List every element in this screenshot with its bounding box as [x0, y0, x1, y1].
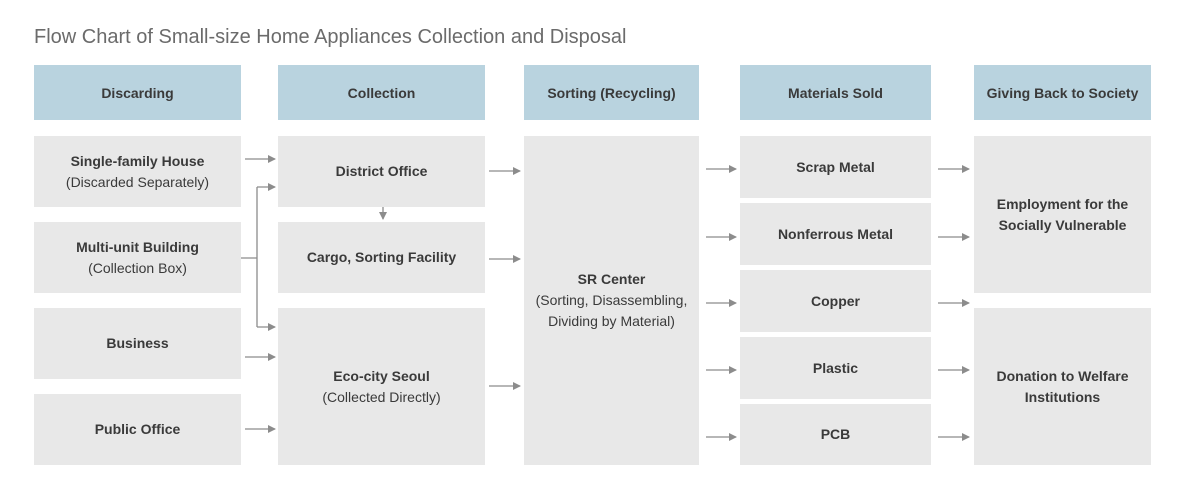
- box-subtitle: (Collection Box): [88, 259, 187, 276]
- connector-multiunit-bracket: [241, 187, 258, 327]
- box-donation: Donation to Welfare Institutions: [974, 308, 1151, 465]
- box-sr-center: SR Center (Sorting, Disassembling, Dividi…: [524, 136, 699, 465]
- box-subtitle: (Sorting, Disassembling, Dividing by Mat…: [535, 292, 688, 329]
- header-collection: Collection: [278, 65, 485, 120]
- box-pcb: PCB: [740, 404, 931, 465]
- box-scrap-metal: Scrap Metal: [740, 136, 931, 198]
- box-title: Cargo, Sorting Facility: [306, 249, 457, 265]
- box-employment: Employment for the Socially Vulnerable: [974, 136, 1151, 293]
- box-title: Scrap Metal: [796, 158, 875, 175]
- header-giving-back: Giving Back to Society: [974, 65, 1151, 120]
- box-eco-city-seoul: Eco-city Seoul (Collected Directly): [278, 308, 485, 465]
- box-public-office: Public Office: [34, 394, 241, 465]
- box-title: PCB: [820, 426, 851, 442]
- box-title: District Office: [335, 163, 428, 179]
- box-single-family-house: Single-family House (Discarded Separately…: [34, 136, 241, 207]
- box-title: Public Office: [94, 421, 181, 437]
- box-cargo-sorting-facility: Cargo, Sorting Facility: [278, 222, 485, 293]
- box-title: Donation to Welfare Institutions: [996, 367, 1129, 405]
- box-title: Eco-city Seoul: [333, 367, 430, 384]
- box-copper: Copper: [740, 270, 931, 332]
- header-discarding: Discarding: [34, 65, 241, 120]
- box-title: Business: [106, 335, 169, 351]
- box-title: Single-family House: [70, 152, 205, 169]
- box-subtitle: (Collected Directly): [322, 388, 441, 405]
- box-nonferrous-metal: Nonferrous Metal: [740, 203, 931, 265]
- box-title: SR Center: [577, 271, 646, 287]
- box-business: Business: [34, 308, 241, 379]
- page-title: Flow Chart of Small-size Home Appliances…: [34, 26, 627, 48]
- box-title: Nonferrous Metal: [777, 225, 894, 242]
- box-title: Plastic: [812, 359, 859, 376]
- header-materials-sold: Materials Sold: [740, 65, 931, 120]
- box-multi-unit-building: Multi-unit Building (Collection Box): [34, 222, 241, 293]
- box-subtitle: (Discarded Separately): [65, 173, 210, 190]
- box-plastic: Plastic: [740, 337, 931, 399]
- box-district-office: District Office: [278, 136, 485, 207]
- header-sorting: Sorting (Recycling): [524, 65, 699, 120]
- box-title: Multi-unit Building: [76, 238, 199, 255]
- box-title: Employment for the Socially Vulnerable: [996, 195, 1129, 233]
- box-title: Copper: [811, 292, 860, 309]
